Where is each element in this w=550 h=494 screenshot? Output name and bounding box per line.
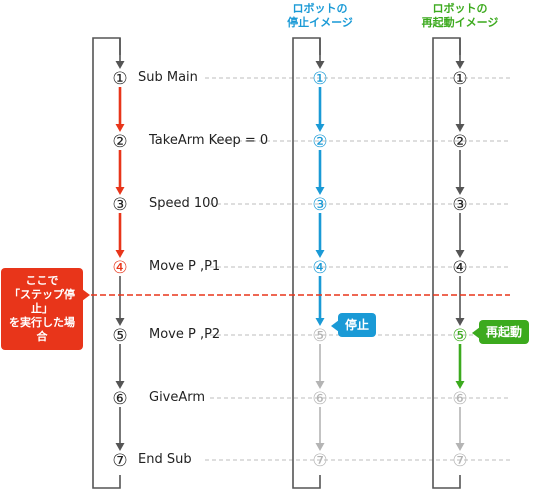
program-arrow-4-to-5-head bbox=[115, 318, 125, 326]
stop-step-1-number: ① bbox=[312, 69, 327, 89]
program-arrow-6-to-7-head bbox=[115, 443, 125, 451]
robot-restart-title-line1: ロボットの bbox=[432, 2, 488, 15]
program-arrow-3-to-4-head bbox=[115, 250, 125, 258]
robot-restart-title-line2: 再起動イメージ bbox=[421, 16, 499, 29]
program-step-2-number: ② bbox=[112, 132, 127, 152]
program-arrow-5-to-6-head bbox=[115, 381, 125, 389]
entry-arrow-col-2-head bbox=[315, 61, 325, 69]
restart-step-6-number: ⑥ bbox=[452, 389, 467, 409]
stop-step-3-number: ③ bbox=[312, 195, 327, 215]
restart-arrow-3-to-4-head bbox=[455, 250, 465, 258]
robot-restart-column-title: ロボットの 再起動イメージ bbox=[400, 2, 520, 30]
program-arrow-1-to-2-head bbox=[115, 124, 125, 132]
restart-badge: 再起動 bbox=[479, 320, 530, 344]
restart-step-4-number: ④ bbox=[452, 258, 467, 278]
robot-stop-title-line1: ロボットの bbox=[292, 2, 348, 15]
stop-step-2-number: ② bbox=[312, 132, 327, 152]
restart-arrow-5-to-6-head bbox=[455, 381, 465, 389]
statement-move-p2: Move P ,P2 bbox=[149, 327, 221, 342]
statement-move-p1: Move P ,P1 bbox=[149, 259, 221, 274]
robot-stop-column-title: ロボットの 停止イメージ bbox=[265, 2, 375, 30]
statement-end-sub: End Sub bbox=[138, 452, 192, 467]
program-step-6-number: ⑥ bbox=[112, 389, 127, 409]
stop-arrow-4-to-5-head bbox=[315, 318, 325, 326]
callout-line3: を実行した場合 bbox=[9, 316, 75, 343]
program-arrow-2-to-3-head bbox=[115, 187, 125, 195]
statement-speed: Speed 100 bbox=[149, 196, 219, 211]
callout-line2: 「ステップ停止」 bbox=[9, 288, 75, 315]
restart-arrow-1-to-2-head bbox=[455, 124, 465, 132]
stop-badge-pointer bbox=[331, 320, 339, 332]
restart-arrow-6-to-7-head bbox=[455, 443, 465, 451]
restart-step-5-number: ⑤ bbox=[452, 326, 467, 346]
stop-step-5-number: ⑤ bbox=[312, 326, 327, 346]
stop-step-4-number: ④ bbox=[312, 258, 327, 278]
entry-arrow-col-1-head bbox=[115, 61, 125, 69]
stop-arrow-3-to-4-head bbox=[315, 250, 325, 258]
stop-arrow-1-to-2-head bbox=[315, 124, 325, 132]
stop-arrow-2-to-3-head bbox=[315, 187, 325, 195]
restart-step-1-number: ① bbox=[452, 69, 467, 89]
program-step-7-number: ⑦ bbox=[112, 451, 127, 471]
entry-arrow-col-3-head bbox=[455, 61, 465, 69]
program-step-3-number: ③ bbox=[112, 195, 127, 215]
stop-arrow-6-to-7-head bbox=[315, 443, 325, 451]
restart-arrow-4-to-5-head bbox=[455, 318, 465, 326]
robot-stop-title-line2: 停止イメージ bbox=[287, 16, 353, 29]
stop-step-6-number: ⑥ bbox=[312, 389, 327, 409]
step-stop-callout: ここで 「ステップ停止」 を実行した場合 bbox=[1, 268, 83, 350]
callout-line1: ここで bbox=[25, 274, 59, 287]
statement-sub-main: Sub Main bbox=[138, 70, 198, 85]
program-step-1-number: ① bbox=[112, 69, 127, 89]
stop-arrow-5-to-6-head bbox=[315, 381, 325, 389]
program-step-5-number: ⑤ bbox=[112, 326, 127, 346]
program-step-4-number: ④ bbox=[112, 258, 127, 278]
restart-badge-pointer bbox=[472, 327, 480, 339]
callout-pointer bbox=[82, 289, 90, 301]
restart-arrow-2-to-3-head bbox=[455, 187, 465, 195]
statement-takearm: TakeArm Keep = 0 bbox=[149, 133, 269, 148]
stop-step-7-number: ⑦ bbox=[312, 451, 327, 471]
restart-step-2-number: ② bbox=[452, 132, 467, 152]
stop-badge: 停止 bbox=[338, 313, 377, 337]
statement-givearm: GiveArm bbox=[149, 390, 206, 405]
restart-step-7-number: ⑦ bbox=[452, 451, 467, 471]
restart-step-3-number: ③ bbox=[452, 195, 467, 215]
